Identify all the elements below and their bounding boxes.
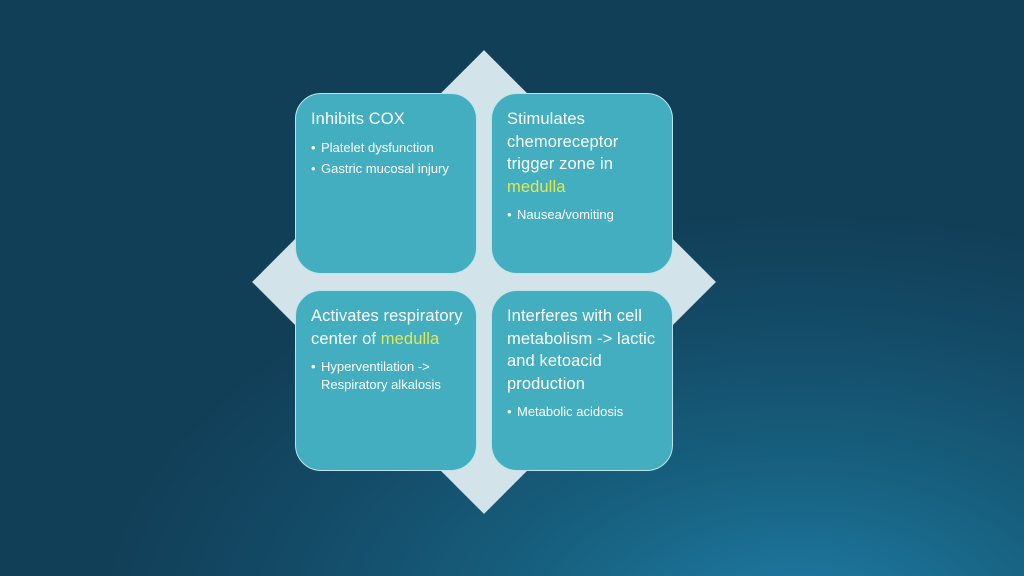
bullet-item: Nausea/vomiting [507,206,660,224]
box-title: Stimulates chemoreceptor trigger zone in… [507,108,660,198]
bullet-item: Hyperventilation -> Respiratory alkalosi… [311,358,464,394]
bullet-item: Gastric mucosal injury [311,160,464,178]
box-interferes-metabolism: Interferes with cell metabolism -> lacti… [491,290,673,471]
title-highlight: medulla [380,329,440,348]
box-title: Inhibits COX [311,108,464,131]
title-text: Stimulates chemoreceptor trigger zone in [507,110,619,173]
title-text: Activates respiratory center of [311,307,463,348]
box-stimulates-ctz: Stimulates chemoreceptor trigger zone in… [491,93,673,274]
title-highlight: medulla [507,177,566,196]
title-text: Interferes with cell metabolism -> lacti… [507,307,656,393]
box-title: Activates respiratory center of medulla [311,305,464,350]
bullet-list: Hyperventilation -> Respiratory alkalosi… [311,358,464,394]
bullet-list: Metabolic acidosis [507,403,660,421]
box-activates-respiratory: Activates respiratory center of medulla … [295,290,477,471]
box-title: Interferes with cell metabolism -> lacti… [507,305,660,395]
bullet-item: Platelet dysfunction [311,139,464,157]
bullet-list: Platelet dysfunction Gastric mucosal inj… [311,139,464,178]
bullet-list: Nausea/vomiting [507,206,660,224]
box-inhibits-cox: Inhibits COX Platelet dysfunction Gastri… [295,93,477,274]
bullet-item: Metabolic acidosis [507,403,660,421]
title-text: Inhibits COX [311,110,405,128]
